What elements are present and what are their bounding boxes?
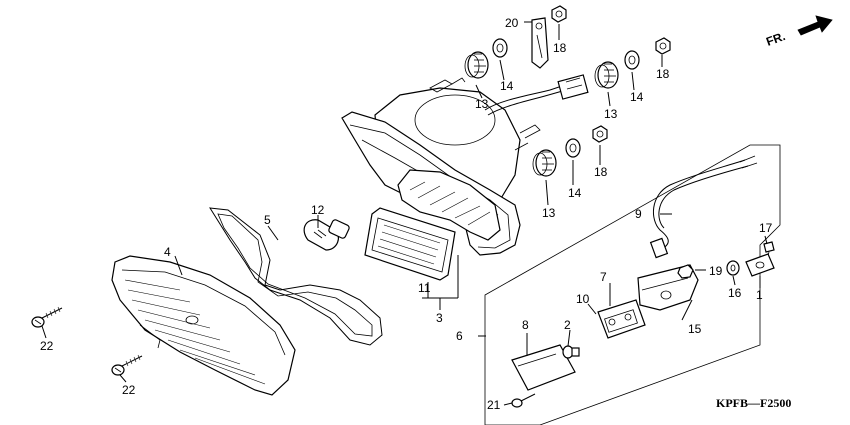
callout-6: 6 <box>456 329 463 343</box>
callout-13-c: 13 <box>542 206 556 220</box>
callout-18-b: 18 <box>656 67 670 81</box>
callout-11: 11 <box>418 281 431 295</box>
callout-13-b: 13 <box>604 107 618 121</box>
bulb-socket <box>597 299 646 339</box>
diagram-code: KPFB—F2500 <box>716 396 791 410</box>
callout-1: 1 <box>756 288 763 302</box>
callout-18-c: 18 <box>594 165 608 179</box>
license-light-lens <box>511 344 576 391</box>
callout-14-b: 14 <box>630 90 644 104</box>
callout-10: 10 <box>576 292 590 306</box>
license-light-wire <box>649 155 758 259</box>
tail-light-housing <box>341 74 589 256</box>
callout-14-a: 14 <box>500 79 514 93</box>
license-bulb <box>562 345 580 359</box>
callout-15: 15 <box>688 322 702 336</box>
leader-lines <box>41 21 768 406</box>
callout-2: 2 <box>564 318 571 332</box>
callout-3: 3 <box>436 311 443 325</box>
callout-22-a: 22 <box>40 339 54 353</box>
callout-8: 8 <box>522 318 529 332</box>
callout-17: 17 <box>759 221 773 235</box>
grommet-set-middle <box>532 125 608 177</box>
bolt <box>763 241 775 261</box>
callout-5: 5 <box>264 213 271 227</box>
callout-18-a: 18 <box>553 41 567 55</box>
front-direction-label: FR. <box>764 29 787 49</box>
tail-light-bulb <box>303 219 350 251</box>
arrow-icon <box>797 15 833 36</box>
lens-gasket <box>209 207 383 346</box>
callout-19: 19 <box>709 264 723 278</box>
front-direction-indicator: FR. <box>764 15 833 49</box>
callout-20: 20 <box>505 16 519 30</box>
callout-4: 4 <box>164 245 171 259</box>
callout-21: 21 <box>487 398 501 412</box>
washer <box>726 260 740 276</box>
callout-13-a: 13 <box>475 97 489 111</box>
tail-light-lens <box>111 255 296 396</box>
rear-reflector <box>364 207 456 281</box>
callout-labels: 4 5 12 11 3 13 14 13 14 18 13 14 18 20 1… <box>40 16 773 412</box>
callout-12: 12 <box>311 203 325 217</box>
callout-22-b: 22 <box>122 383 136 397</box>
grommet-set-top-right <box>594 37 671 89</box>
plate-bracket <box>745 253 775 277</box>
subassembly-outline <box>484 144 781 425</box>
callout-14-c: 14 <box>568 186 582 200</box>
license-screw <box>511 393 536 408</box>
mounting-bracket <box>531 5 567 69</box>
callout-16: 16 <box>728 286 742 300</box>
callout-9: 9 <box>635 207 642 221</box>
screw-lower <box>111 354 143 376</box>
screw-upper <box>31 306 63 328</box>
callout-7: 7 <box>600 270 607 284</box>
grommet-set-top-left <box>464 38 508 79</box>
hex-nut <box>677 264 694 279</box>
